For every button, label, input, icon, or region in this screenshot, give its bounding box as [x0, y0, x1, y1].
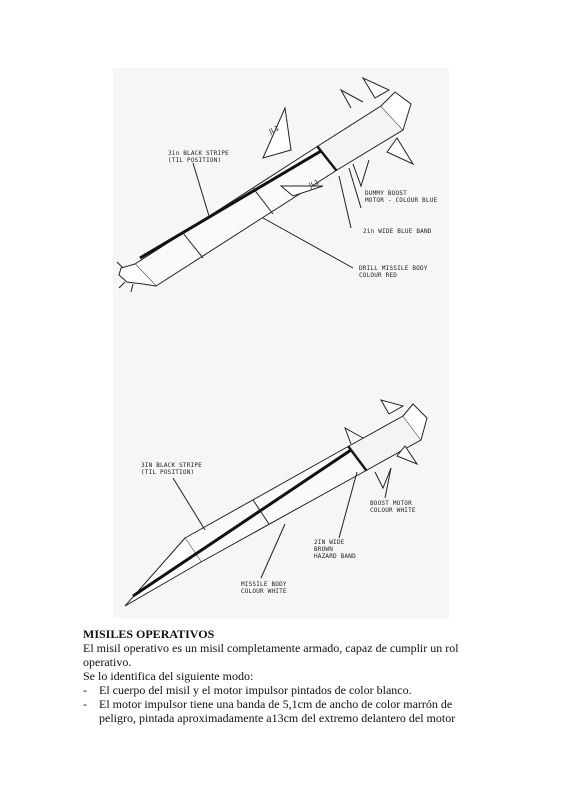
top-black-stripe-label: 3in BLACK STRIPE (TIL POSITION): [168, 150, 229, 164]
list-item-text: El motor impulsor tiene una banda de 5,1…: [99, 697, 453, 711]
blue-band-label: 2in WIDE BLUE BAND: [363, 228, 432, 235]
list-dash: -: [83, 697, 87, 711]
dummy-boost-motor-label: DUMMY BOOST MOTOR - COLOUR BLUE: [365, 190, 438, 204]
paragraph-2: Se lo identifica del siguiente modo:: [83, 669, 254, 683]
missile-body-label: MISSILE BODY COLOUR WHITE: [241, 581, 287, 595]
bottom-black-stripe-label: 3IN BLACK STRIPE (TIL POSITION): [141, 462, 202, 476]
paragraph-1-line-1: El misil operativo es un misil completam…: [83, 641, 459, 655]
list-dash: -: [83, 683, 87, 697]
section-heading: MISILES OPERATIVOS: [83, 627, 215, 641]
bottom-missile: [124, 399, 428, 607]
drill-missile-body-label: DRILL MISSILE BODY COLOUR RED: [359, 265, 428, 279]
list-item-continuation: peligro, pintada aproximadamente a13cm d…: [99, 711, 456, 725]
hazard-band-label: 2IN WIDE BROWN HAZARD BAND: [314, 539, 356, 560]
missile-drawing: [116, 76, 428, 607]
top-missile: [116, 76, 415, 293]
missile-illustration: 3in BLACK STRIPE (TIL POSITION) DUMMY BO…: [113, 68, 449, 618]
paragraph-1-line-2: operativo.: [83, 655, 132, 669]
list-item: - El cuerpo del misil y el motor impulso…: [83, 683, 459, 697]
list-item: - El motor impulsor tiene una banda de 5…: [83, 697, 459, 711]
boost-motor-label: BOOST MOTOR COLOUR WHITE: [370, 500, 416, 514]
list-item-text: El cuerpo del misil y el motor impulsor …: [99, 683, 412, 697]
